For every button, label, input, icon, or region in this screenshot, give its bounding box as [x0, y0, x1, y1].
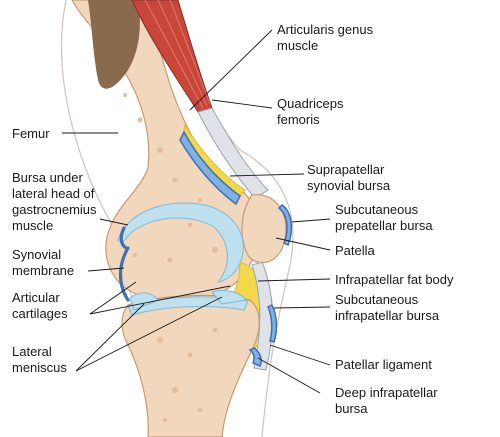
leader-cartilage-1	[89, 281, 137, 315]
leader-patellar-ligament	[269, 344, 331, 366]
femur-cartilage	[117, 202, 244, 283]
femur-marrow	[88, 0, 140, 89]
leader-meniscus-2	[75, 296, 223, 372]
patella-shape	[241, 194, 287, 264]
label-infrapatellar-fat: Infrapatellar fat body	[335, 272, 454, 287]
leader-meniscus-1	[75, 303, 145, 372]
muscle-fibers	[144, 0, 211, 109]
label-deep-infrapatellar: Deep infrapatellar bursa	[335, 385, 441, 416]
label-synovial-membrane: Synovial membrane	[12, 247, 74, 278]
label-bursa-gastrocnemius: Bursa under lateral head of gastrocnemiu…	[12, 170, 100, 233]
leader-lines	[62, 29, 331, 394]
labels: Articularis genus muscle Quadriceps femo…	[12, 22, 454, 416]
synovial-membrane-shape	[118, 246, 130, 302]
label-lateral-meniscus: Lateral meniscus	[12, 344, 67, 375]
leader-quadriceps	[211, 99, 273, 109]
leader-prepatellar	[291, 218, 331, 223]
patellar-ligament-shape	[251, 261, 273, 371]
label-subcutaneous-prepatellar: Subcutaneous prepatellar bursa	[335, 202, 433, 233]
leader-deep-infrapatellar	[257, 357, 321, 394]
infrapatellar-bursa-shape	[267, 303, 278, 343]
leader-patella	[275, 237, 331, 251]
label-articular-cartilages: Articular cartilages	[12, 290, 68, 321]
leader-synovial-membrane	[87, 267, 125, 272]
label-patella: Patella	[335, 243, 376, 258]
tibia-texture	[157, 327, 218, 422]
gastrocnemius-bursa-shape	[119, 226, 128, 250]
leader-gastrocnemius-bursa	[99, 218, 129, 226]
prepatellar-bursa-shape	[277, 204, 293, 247]
leader-cartilage-2	[89, 285, 231, 315]
leader-subcut-infrapatellar	[273, 306, 331, 309]
label-patellar-ligament: Patellar ligament	[335, 357, 432, 372]
label-articularis-genus: Articularis genus muscle	[277, 22, 377, 53]
label-femur: Femur	[12, 126, 50, 141]
anatomy-illustration	[60, 0, 294, 437]
deep-infrapatellar-bursa-shape	[248, 347, 262, 367]
leader-fat-body	[257, 278, 331, 282]
label-subcutaneous-infrapatellar: Subcutaneous infrapatellar bursa	[335, 292, 440, 323]
leader-suprapatellar	[229, 173, 305, 177]
label-suprapatellar: Suprapatellar synovial bursa	[307, 162, 391, 193]
leader-articularis-genus	[189, 29, 273, 111]
suprapatellar-bursa-shape	[179, 130, 241, 206]
label-quadriceps: Quadriceps femoris	[277, 96, 347, 127]
tibia-shape	[121, 294, 260, 437]
meniscus-shape-2	[211, 289, 247, 305]
